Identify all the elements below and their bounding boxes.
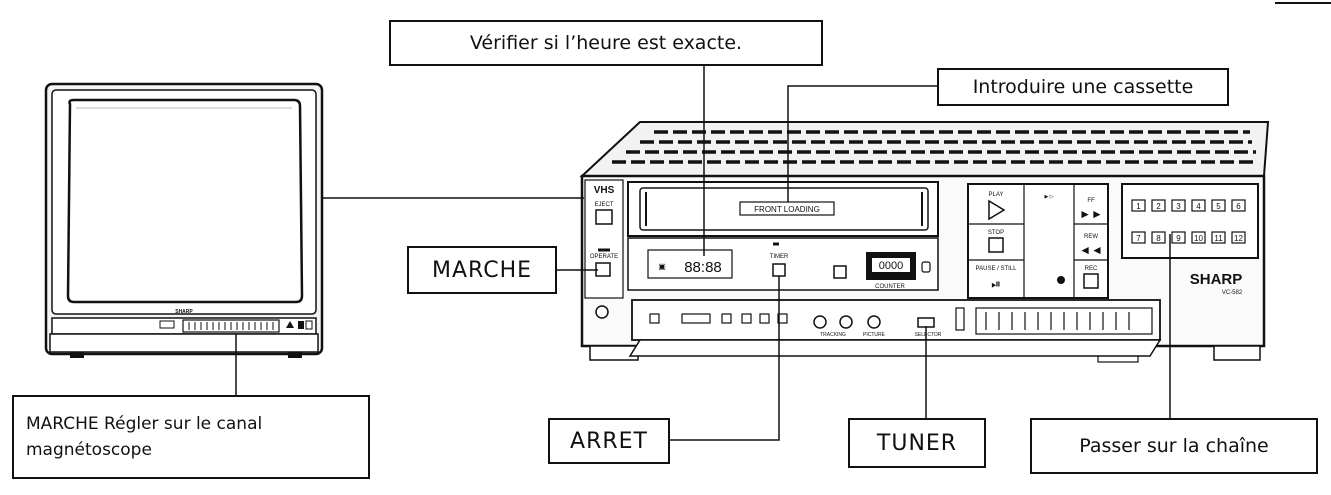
tuner-switch — [917, 317, 935, 328]
callout-arret-text: ARRET — [570, 428, 648, 454]
channel-button-label: 4 — [1196, 202, 1201, 211]
vcr-top — [579, 121, 1270, 177]
timer-label: TIMER — [770, 254, 789, 260]
channel-button-label: 6 — [1236, 202, 1241, 211]
rew-label: REW — [1084, 234, 1098, 240]
vcr-vents — [612, 130, 1258, 164]
channel-button-label: 7 — [1136, 234, 1141, 243]
counter-digits: 0000 — [879, 260, 903, 272]
channel-button — [1191, 231, 1206, 244]
callout-marche-text: MARCHE — [431, 257, 533, 283]
callout-tv-power-line2: magnétoscope — [26, 440, 152, 460]
selector-label: SELECTOR — [915, 332, 942, 338]
channel-button — [1171, 199, 1186, 212]
play-icon — [988, 199, 1006, 221]
rec-label: REC — [1085, 266, 1098, 272]
callout-tv-power-line1: MARCHE Régler sur le canal — [26, 414, 263, 434]
tracking-knob — [813, 315, 827, 329]
channel-button — [1231, 199, 1246, 212]
channel-button-label: 9 — [1176, 234, 1181, 243]
ff-icon: ►► — [1079, 207, 1103, 221]
callout-arret: ARRET — [548, 418, 670, 464]
rec-button — [1083, 273, 1099, 289]
svg-text:▶ ▷: ▶ ▷ — [1044, 194, 1053, 200]
callout-insert-cassette-text: Introduire une cassette — [972, 76, 1194, 98]
channel-button — [1131, 199, 1146, 212]
timer-switch — [772, 263, 786, 277]
operate-button — [595, 262, 611, 277]
channel-button-label: 10 — [1194, 234, 1203, 243]
stop-icon — [988, 237, 1004, 253]
channel-button-label: 5 — [1216, 202, 1221, 211]
vcr-brand: SHARP — [1190, 271, 1243, 288]
channel-button-label: 12 — [1234, 234, 1243, 243]
television: SHARP — [44, 82, 324, 358]
rew-icon: ◄◄ — [1079, 243, 1103, 257]
channel-buttons-top: 1 2 3 4 5 6 — [1131, 199, 1246, 212]
channel-button — [1191, 199, 1206, 212]
insert-cassette-leader — [787, 85, 938, 202]
callout-tuner-text: TUNER — [876, 430, 958, 456]
callout-tuner: TUNER — [848, 418, 986, 468]
tv-brand-logo: SHARP — [175, 309, 193, 315]
channel-button — [1211, 199, 1226, 212]
callout-tv-power: MARCHE Régler sur le canal magnétoscope — [12, 395, 370, 479]
channel-button-label: 8 — [1156, 234, 1161, 243]
vcr: VHS EJECT OPERATE FRONT LOADING ▣ 88:88 … — [579, 121, 1270, 363]
clock-display: 88:88 — [684, 259, 722, 276]
channel-button — [1131, 231, 1146, 244]
leader-lines — [235, 64, 1171, 441]
play-label: PLAY — [989, 192, 1004, 198]
operate-label: OPERATE — [590, 254, 618, 260]
picture-knob — [867, 315, 881, 329]
vhs-logo: VHS — [594, 185, 615, 196]
channel-button — [1231, 231, 1246, 244]
callout-marche: MARCHE — [407, 246, 557, 294]
callout-verify-time-text: Vérifier si l’heure est exacte. — [469, 32, 743, 54]
counter-label: COUNTER — [875, 284, 905, 290]
channel-buttons-bottom: 7 8 9 10 11 12 — [1131, 231, 1246, 244]
channel-button — [1211, 231, 1226, 244]
front-loading-plate — [739, 201, 835, 216]
callout-change-channel: Passer sur la chaîne — [1030, 418, 1318, 474]
svg-text:▣: ▣ — [658, 262, 666, 271]
ff-label: FF — [1087, 198, 1095, 204]
channel-button — [1151, 199, 1166, 212]
channel-button — [1171, 231, 1186, 244]
callout-verify-time: Vérifier si l’heure est exacte. — [389, 20, 823, 66]
stop-label: STOP — [988, 230, 1004, 236]
front-loading-label: FRONT LOADING — [754, 205, 820, 214]
channel-button-label: 11 — [1214, 234, 1223, 243]
channel-button-label: 3 — [1176, 202, 1181, 211]
callout-change-channel-text: Passer sur la chaîne — [1079, 435, 1269, 457]
tv-power-button — [159, 320, 175, 329]
channel-button-label: 2 — [1156, 202, 1161, 211]
eject-label: EJECT — [594, 202, 613, 208]
callout-insert-cassette: Introduire une cassette — [937, 68, 1229, 106]
vcr-model: VC-582 — [1222, 290, 1243, 296]
channel-button — [1151, 231, 1166, 244]
clock-window — [647, 249, 733, 279]
arret-leader — [670, 276, 780, 441]
channel-keypad — [1121, 183, 1259, 259]
channel-button-label: 1 — [1136, 202, 1141, 211]
eject-button — [595, 209, 613, 225]
pause-icon: ⏯ — [991, 277, 1001, 291]
pause-label: PAUSE / STILL — [976, 266, 1018, 272]
picture-label: PICTURE — [863, 332, 886, 338]
tracking-label: TRACKING — [820, 332, 846, 338]
tv-screen — [66, 98, 304, 304]
